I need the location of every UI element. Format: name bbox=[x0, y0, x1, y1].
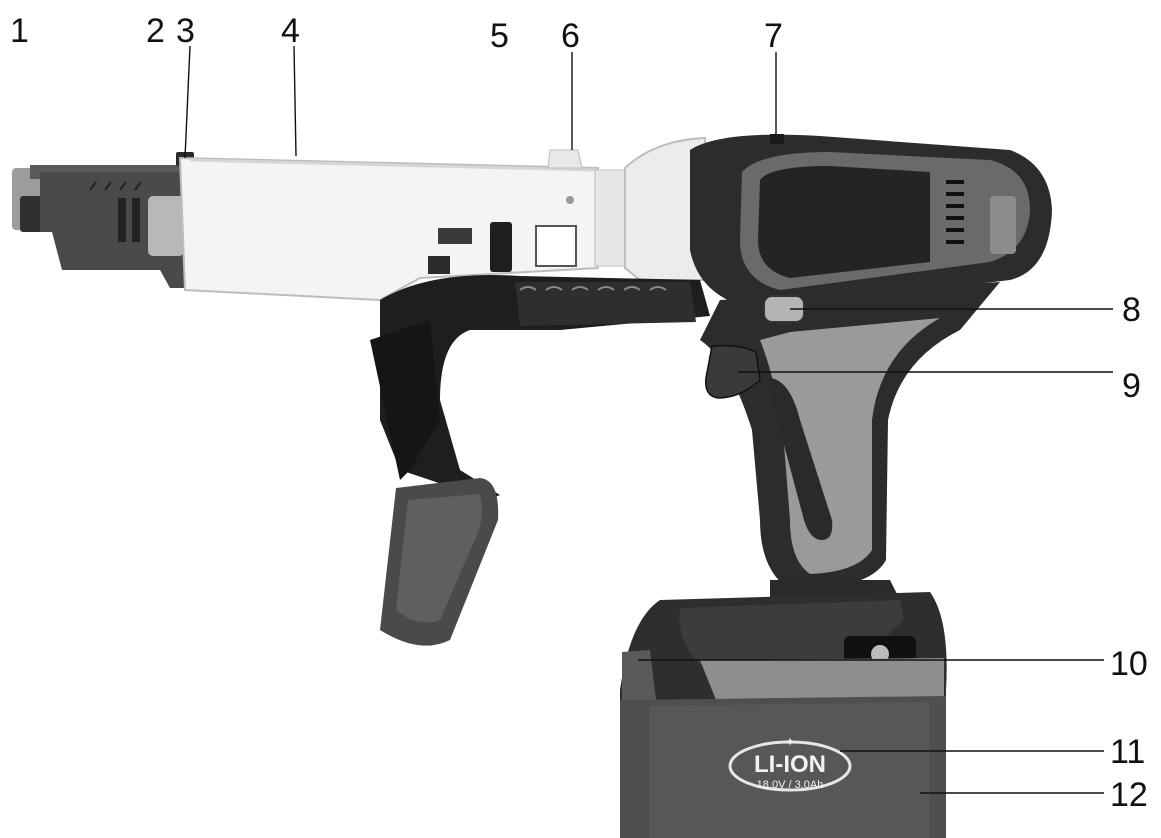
depth-adjuster bbox=[428, 222, 577, 274]
callout-10: 10 bbox=[1110, 645, 1148, 683]
callout-8: 8 bbox=[1122, 291, 1141, 329]
battery-release bbox=[622, 650, 656, 704]
callout-labels: 1 2 3 4 5 6 7 8 9 10 11 12 bbox=[10, 12, 1148, 814]
callout-4: 4 bbox=[281, 12, 300, 50]
callout-5: 5 bbox=[490, 17, 509, 55]
trigger bbox=[705, 344, 761, 399]
callout-11: 11 bbox=[1110, 733, 1145, 771]
callout-6: 6 bbox=[561, 17, 580, 55]
guide-rail bbox=[40, 172, 190, 288]
callout-3: 3 bbox=[176, 12, 195, 50]
grip-handle bbox=[700, 282, 1000, 600]
callout-1: 1 bbox=[10, 12, 29, 50]
battery-rating-label: 18.0V / 3.0Ah bbox=[757, 779, 824, 791]
battery-brand-label: LI-ION bbox=[754, 751, 826, 778]
callout-9: 9 bbox=[1122, 367, 1141, 405]
auxiliary-handle bbox=[370, 275, 710, 646]
motor-housing bbox=[690, 134, 1052, 310]
callout-2: 2 bbox=[146, 12, 165, 50]
tool-illustration: ✦ LI-ION 18.0V / 3.0Ah bbox=[12, 134, 1052, 838]
svg-text:✦: ✦ bbox=[785, 735, 795, 749]
callout-7: 7 bbox=[764, 17, 783, 55]
release-button bbox=[148, 196, 184, 256]
adjust-slider bbox=[547, 149, 583, 169]
battery-pack: ✦ LI-ION 18.0V / 3.0Ah bbox=[620, 592, 947, 838]
battery-badge: ✦ LI-ION 18.0V / 3.0Ah bbox=[728, 735, 852, 792]
callout-12: 12 bbox=[1110, 776, 1148, 814]
leader-lines bbox=[184, 45, 1113, 794]
